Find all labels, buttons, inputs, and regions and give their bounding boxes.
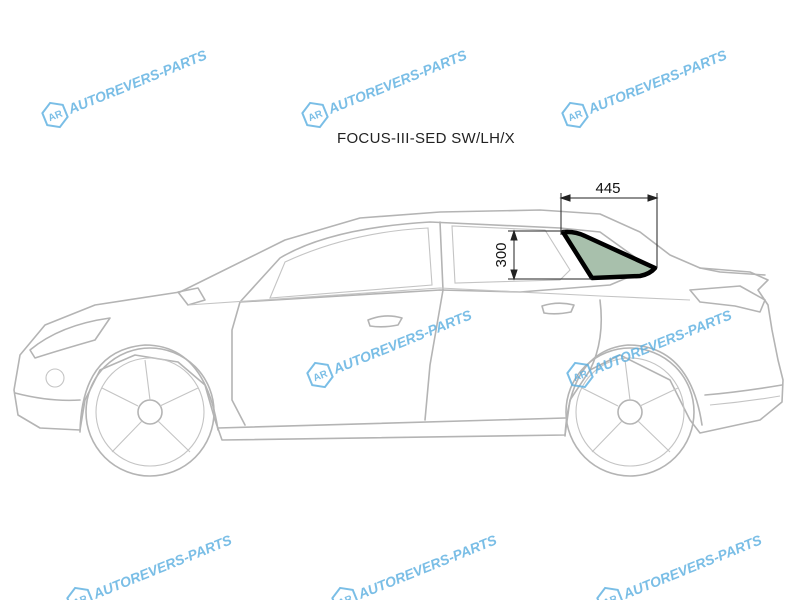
width-dimension-label: 445 bbox=[595, 180, 620, 197]
ar-logo-icon bbox=[41, 101, 69, 129]
watermark-text: AUTOREVERS-PARTS bbox=[330, 306, 475, 377]
ar-logo-icon bbox=[561, 101, 589, 129]
width-dimension bbox=[559, 193, 659, 268]
rear-wheel bbox=[565, 347, 695, 477]
diagram-title: FOCUS-III-SED SW/LH/X bbox=[337, 130, 515, 147]
ar-logo-letters: AR bbox=[312, 368, 330, 384]
ar-logo-icon bbox=[596, 586, 624, 600]
ar-logo-letters: AR bbox=[567, 108, 585, 124]
quarter-glass-highlight bbox=[560, 229, 658, 281]
ar-logo-letters: AR bbox=[337, 593, 355, 600]
watermark-text: AUTOREVERS-PARTS bbox=[590, 306, 735, 377]
ar-logo-icon bbox=[301, 101, 329, 129]
height-dimension-label: 300 bbox=[493, 242, 510, 267]
ar-logo-letters: AR bbox=[572, 368, 590, 384]
ar-logo-icon bbox=[306, 361, 334, 389]
ar-logo-letters: AR bbox=[602, 593, 620, 600]
car-body-silhouette bbox=[13, 209, 784, 441]
ar-logo-letters: AR bbox=[307, 108, 325, 124]
watermark-text: AUTOREVERS-PARTS bbox=[620, 531, 765, 600]
ar-logo-letters: AR bbox=[47, 108, 65, 124]
watermark-text: AUTOREVERS-PARTS bbox=[585, 46, 730, 117]
ar-logo-icon bbox=[331, 586, 359, 600]
ar-logo-icon bbox=[66, 586, 94, 600]
watermark-text: AUTOREVERS-PARTS bbox=[355, 531, 500, 600]
ar-logo-letters: AR bbox=[72, 593, 90, 600]
ar-logo-icon bbox=[566, 361, 594, 389]
front-wheel bbox=[85, 347, 215, 477]
watermark-text: AUTOREVERS-PARTS bbox=[325, 46, 470, 117]
height-dimension bbox=[508, 229, 592, 281]
watermark-text: AUTOREVERS-PARTS bbox=[65, 46, 210, 117]
watermark-text: AUTOREVERS-PARTS bbox=[90, 531, 235, 600]
